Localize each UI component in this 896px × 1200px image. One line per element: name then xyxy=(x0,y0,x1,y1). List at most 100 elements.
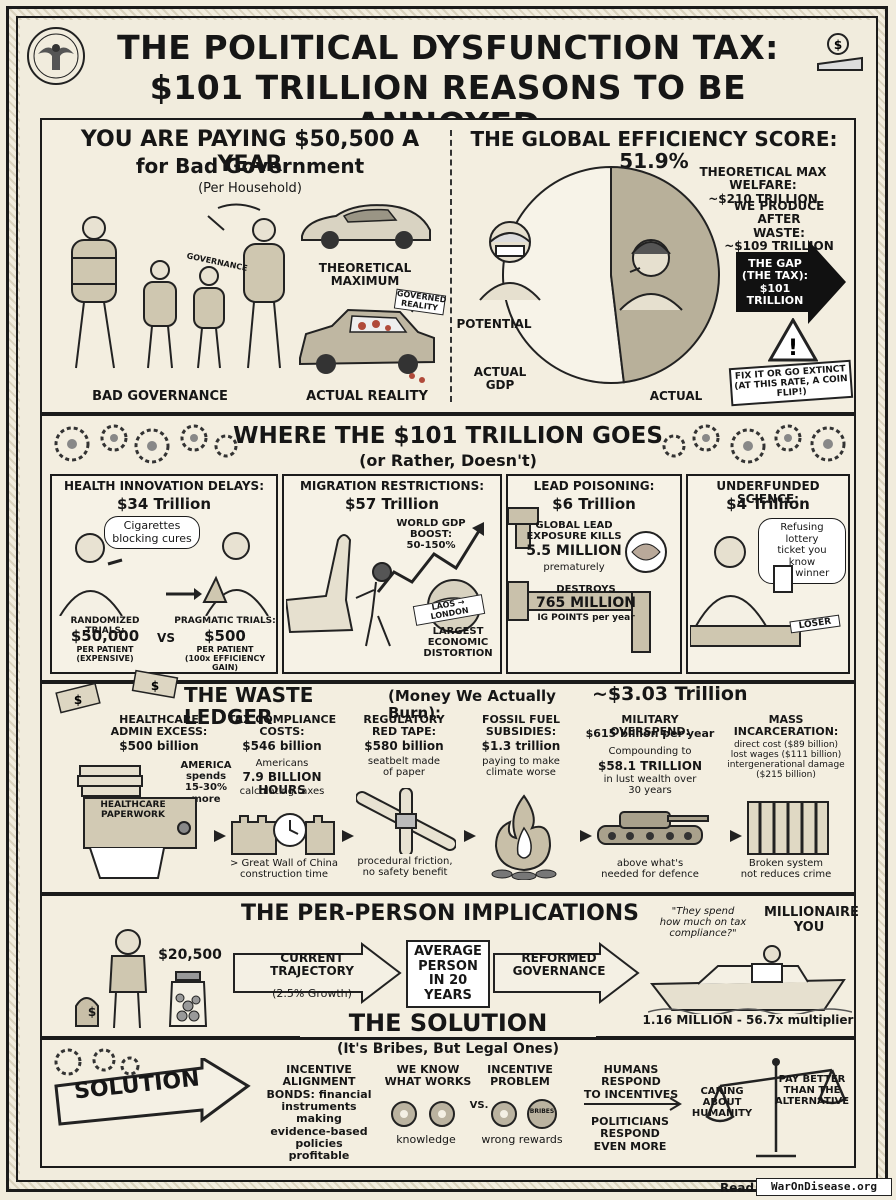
theoretical-maximum-label: THEORETICAL MAXIMUM xyxy=(318,261,412,289)
millionaire-multiplier: 1.16 MILLION - 56.7x multiplier xyxy=(642,1013,854,1027)
warning-triangle-icon: ! xyxy=(768,318,818,362)
humans-respond-label: HUMANS RESPOND TO INCENTIVES xyxy=(583,1063,679,1101)
prison-cell-illustration xyxy=(747,801,829,855)
gears-solution-left-icon xyxy=(54,1048,140,1076)
where-heading: WHERE THE $101 TRILLION GOES xyxy=(233,423,663,449)
coin-jar-icon xyxy=(168,971,208,1027)
millionaire-label: MILLIONAIRE YOU xyxy=(764,905,859,935)
footer-site-link[interactable]: WarOnDisease.org xyxy=(756,1178,892,1197)
efficiency-pie-chart xyxy=(479,165,720,384)
double-arrow-icon xyxy=(584,1097,682,1111)
healthcare-admin-amount: $500 billion xyxy=(119,739,199,753)
cheese-money-icon: $ xyxy=(817,33,863,71)
pragmatic-note: PER PATIENT (100x EFFICIENCY GAIN) xyxy=(184,645,266,672)
military-compound-value: $58.1 TRILLION xyxy=(597,759,703,773)
red-tape-note: seatbelt made of paper xyxy=(367,756,441,779)
military-title: MILITARY OVERSPEND: xyxy=(610,713,690,739)
incarceration-note: direct cost ($89 billion) lost wages ($1… xyxy=(727,740,845,781)
politicians-respond-label: POLITICIANS RESPOND EVEN MORE xyxy=(591,1115,669,1153)
actual-label: ACTUAL xyxy=(649,389,703,403)
fossil-subsidies-note: paying to make climate worse xyxy=(482,756,560,779)
tax-compliance-amount: $546 billion xyxy=(242,739,322,753)
eagle-seal-icon xyxy=(27,27,85,85)
lead-kills-label: GLOBAL LEAD EXPOSURE KILLS xyxy=(526,520,622,543)
lead-destroys-note: IG POINTS per year xyxy=(537,613,635,623)
barrel-family-illustration xyxy=(71,203,285,369)
actual-gdp-label: ACTUAL GDP xyxy=(473,365,527,393)
current-trajectory-label: CURRENT TRAJECTORY xyxy=(270,951,354,979)
max-welfare-label: THEORETICAL MAX WELFARE: ~$210 TRILLION xyxy=(699,165,827,206)
lottery-man-illustration xyxy=(690,536,801,647)
per-person-heading: THE PER-PERSON IMPLICATIONS xyxy=(240,901,640,926)
savings-bag-tag: $ xyxy=(87,1005,97,1019)
efficiency-heading: THE GLOBAL EFFICIENCY SCORE: 51.9% xyxy=(470,127,838,174)
outer-border xyxy=(6,6,888,1192)
lead-destroys-value: 765 MILLION xyxy=(536,595,636,611)
sports-car-icon xyxy=(301,204,431,249)
randomized-note: PER PATIENT (EXPENSIVE) xyxy=(76,645,134,663)
bad-governance-label: BAD GOVERNANCE xyxy=(92,389,228,404)
waste-gap-slice xyxy=(610,165,720,384)
science-amount: $4 Trillion xyxy=(726,495,810,513)
we-know-label: WE KNOW WHAT WORKS xyxy=(384,1063,472,1089)
top-section xyxy=(40,118,856,414)
gap-arrow xyxy=(736,240,846,324)
waste-heading: THE WASTE LEDGER xyxy=(184,683,314,730)
lead-title: LEAD POISONING: xyxy=(533,479,655,493)
waste-flow-arrows xyxy=(214,830,742,842)
current-savings-amount: $20,500 xyxy=(158,947,222,963)
person-with-savings-illustration xyxy=(75,929,148,1029)
health-speech-bubble: Cigarettes blocking cures xyxy=(104,516,200,550)
red-tape-amount: $580 billion xyxy=(364,739,444,753)
solution-heading: THE SOLUTION xyxy=(300,1010,596,1037)
knowledge-gears-icon xyxy=(391,1101,455,1127)
gears-left-icon xyxy=(54,424,238,464)
gap-tax-label: THE GAP (THE TAX): $101 TRILLION xyxy=(741,257,809,307)
balance-scale-icon xyxy=(705,1058,847,1158)
lead-pipe-illustration xyxy=(508,507,667,653)
household-heading: YOU ARE PAYING $50,500 A YEAR xyxy=(80,127,420,177)
wrecked-car-icon xyxy=(299,298,435,383)
caring-humanity-label: CARING ABOUT HUMANITY xyxy=(691,1086,753,1120)
page-title-line1: THE POLITICAL DYSFUNCTION TAX: xyxy=(117,28,779,67)
bribes-gear-tag: BRIBES xyxy=(529,1108,555,1115)
incarceration-title: MASS INCARCERATION: xyxy=(733,713,839,739)
where-subheading: (or Rather, Doesn't) xyxy=(359,451,537,470)
flying-money-icon: $ $ xyxy=(55,669,179,714)
military-note2: in lust wealth over 30 years xyxy=(603,774,697,797)
tax-quote: "They spend how much on tax compliance?" xyxy=(659,906,747,940)
fossil-subsidies-title: FOSSIL FUEL SUBSIDIES: xyxy=(481,713,561,739)
pragmatic-value: $500 xyxy=(204,627,246,645)
pragmatic-label: PRAGMATIC TRIALS: xyxy=(174,616,276,626)
money-fire-illustration xyxy=(491,794,557,880)
migration-amount: $57 Trillion xyxy=(344,495,440,513)
lead-amount: $6 Trillion xyxy=(552,495,636,513)
health-amount: $34 Trillion xyxy=(116,495,212,513)
military-note: Compounding to xyxy=(608,746,692,757)
reformed-governance-arrow xyxy=(493,942,640,1004)
health-title: HEALTH INNOVATION DELAYS: xyxy=(64,479,264,493)
incentive-bonds-text: INCENTIVE ALIGNMENT BONDS: financial ins… xyxy=(266,1063,372,1163)
growth-note: (2.5% Growth) xyxy=(272,987,352,1000)
lead-kills-note: prematurely xyxy=(543,562,605,573)
lead-kills-value: 5.5 MILLION xyxy=(526,543,622,559)
solution-vs: VS. xyxy=(469,1100,489,1111)
potential-label: POTENTIAL xyxy=(456,317,532,331)
healthcare-admin-note: AMERICA spends 15-30% more xyxy=(180,760,232,805)
solution-subheading: (It's Bribes, But Legal Ones) xyxy=(336,1041,560,1057)
lead-destroys-label: DESTROYS xyxy=(556,584,616,595)
average-person-box: AVERAGE PERSON IN 20 YEARS xyxy=(406,940,490,1009)
tank-illustration xyxy=(597,811,709,845)
paperwork-machine-illustration xyxy=(77,765,197,879)
red-tape-caption: procedural friction, no safety benefit xyxy=(357,856,453,879)
knowledge-caption: knowledge xyxy=(396,1133,456,1146)
current-trajectory-arrow xyxy=(233,942,402,1004)
randomized-label: RANDOMIZED TRIALS: xyxy=(70,616,140,637)
science-title: UNDERFUNDED SCIENCE: xyxy=(716,479,820,507)
household-subheading: for Bad Government xyxy=(135,154,365,178)
waste-subheading: (Money We Actually Burn): xyxy=(388,687,556,722)
waste-total: ~$3.03 Trillion xyxy=(592,683,748,705)
military-amount: $615 billion per year xyxy=(585,727,715,740)
incarceration-caption: Broken system not reduces crime xyxy=(740,858,832,881)
svg-text:$: $ xyxy=(74,693,82,707)
